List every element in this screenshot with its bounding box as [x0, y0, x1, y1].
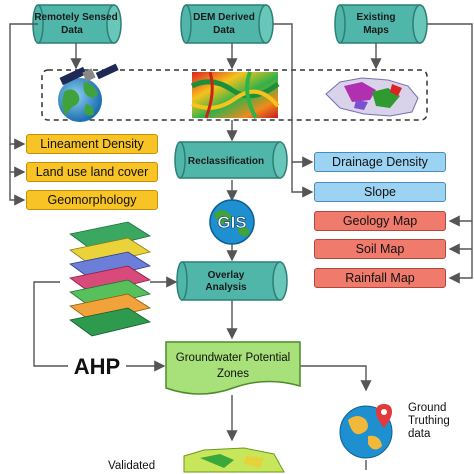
drainage-density-label: Drainage Density — [332, 155, 428, 169]
existing-maps-label-line2: Maps — [363, 25, 389, 36]
remotely-sensed-data-cylinder: Remotely Sensed Data — [32, 4, 122, 44]
dem-derived-label-line1: DEM Derived — [193, 12, 255, 23]
soil-map-label: Soil Map — [355, 242, 405, 256]
ground-truthing-label: Ground Truthing data — [408, 402, 450, 440]
existing-maps-cylinder: Existing Maps — [334, 4, 428, 44]
remotely-sensed-label-line2: Data — [61, 25, 83, 36]
geomorphology-label: Geomorphology — [47, 193, 137, 207]
dem-raster-image — [190, 71, 280, 120]
geology-map-label: Geology Map — [342, 214, 418, 228]
drainage-density-box: Drainage Density — [314, 152, 446, 172]
ahp-label: AHP — [74, 354, 120, 379]
dem-derived-data-cylinder: DEM Derived Data — [180, 4, 274, 44]
rainfall-map-label: Rainfall Map — [345, 271, 415, 285]
result-label-line1: Groundwater Potential — [176, 352, 290, 364]
validated-label: Validated — [108, 460, 156, 472]
land-use-land-cover-label: Land use land cover — [35, 165, 149, 179]
groundwater-potential-zones-shape: Groundwater Potential Zones — [165, 341, 301, 395]
dem-derived-label-line2: Data — [213, 25, 235, 36]
geomorphology-box: Geomorphology — [26, 190, 158, 210]
connector-lines — [9, 23, 473, 470]
location-pin-icon — [376, 404, 392, 428]
gis-label: GIS — [217, 213, 246, 232]
geology-map-box: Geology Map — [314, 211, 446, 231]
existing-map-image — [325, 77, 419, 117]
overlay-analysis-cylinder: Overlay Analysis — [176, 261, 288, 301]
existing-maps-label-line1: Existing — [357, 12, 396, 23]
overlay-label-line2: Analysis — [205, 282, 247, 293]
rainfall-map-box: Rainfall Map — [314, 268, 446, 288]
result-label-line2: Zones — [217, 368, 249, 380]
land-use-land-cover-box: Land use land cover — [26, 162, 158, 182]
lineament-density-box: Lineament Density — [26, 134, 158, 154]
satellite-globe-image — [58, 63, 119, 122]
reclassification-label: Reclassification — [188, 156, 264, 167]
overlay-label-line1: Overlay — [208, 270, 245, 281]
gis-globe: GIS — [209, 199, 255, 245]
reclassification-cylinder: Reclassification — [174, 141, 288, 179]
remotely-sensed-label-line1: Remotely Sensed — [34, 12, 117, 23]
soil-map-box: Soil Map — [314, 239, 446, 259]
validated-map-image — [183, 447, 285, 473]
input-imagery-frame — [41, 69, 428, 121]
slope-label: Slope — [364, 185, 396, 199]
ground-truthing-globe — [339, 404, 393, 459]
layer-stack-image — [69, 221, 152, 337]
lineament-density-label: Lineament Density — [40, 137, 144, 151]
slope-box: Slope — [314, 182, 446, 202]
